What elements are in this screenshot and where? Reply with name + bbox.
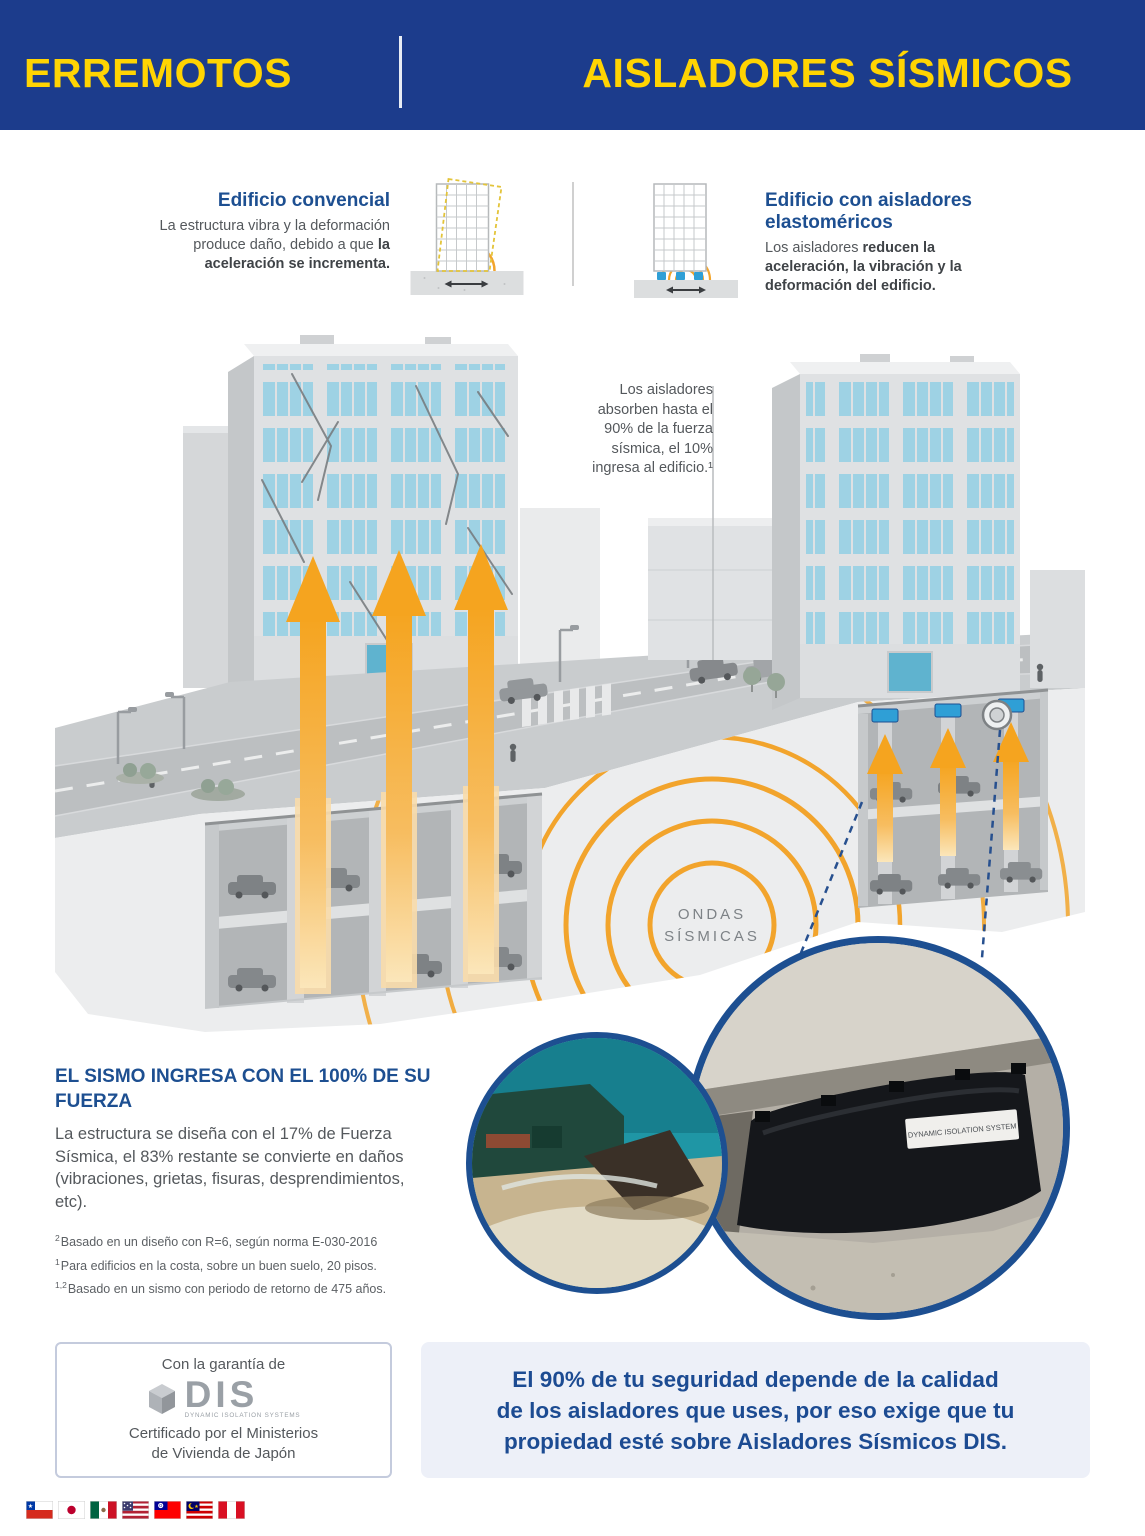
header-divider <box>399 36 402 108</box>
guarantee-top-text: Con la garantía de <box>161 1356 286 1373</box>
isolated-building-icon <box>634 183 738 298</box>
deformation-outline <box>436 177 503 272</box>
flag-peru <box>218 1501 245 1519</box>
isolator-closeup-photo: DYNAMIC ISOLATION SYSTEM <box>686 936 1070 1320</box>
footnote-1: 2Basado en un diseño con R=6, según norm… <box>55 1233 378 1250</box>
svg-text:★: ★ <box>28 1503 33 1510</box>
dis-logo-text: DIS <box>184 1374 259 1415</box>
isolated-description: Los aisladores reducen la aceleración, l… <box>765 240 962 294</box>
isolator-name-plate: DYNAMIC ISOLATION SYSTEM <box>905 1109 1020 1149</box>
city-cutaway-illustration: ONDAS SÍSMICAS <box>54 335 1086 1032</box>
seismo-block: EL SISMO INGRESA CON EL 100% DE SU FUERZ… <box>55 1064 447 1300</box>
conventional-description: La estructura vibra y la deformación pro… <box>159 218 391 272</box>
dis-cube-icon <box>148 1383 175 1414</box>
ondas-label-line2: SÍSMICAS <box>664 928 760 945</box>
isolated-building-block: Edificio con aisladores elastoméricos Lo… <box>765 190 1005 296</box>
seismo-body: La estructura se diseña con el 17% de Fu… <box>55 1125 405 1211</box>
guarantee-box: Con la garantía de DIS DYNAMIC ISOLATION… <box>55 1342 392 1478</box>
conventional-title: Edificio convencial <box>217 190 390 211</box>
crosswalk <box>522 683 611 727</box>
flag-taiwan <box>154 1501 181 1519</box>
conventional-building-block: Edificio convencial La estructura vibra … <box>118 190 391 274</box>
ondas-label-line1: ONDAS <box>678 906 746 923</box>
absorption-callout: Los aisladores absorben hasta el 90% de … <box>592 382 713 476</box>
isolator-blocks <box>657 272 703 280</box>
footnotes: 2Basado en un diseño con R=6, según norm… <box>55 1229 447 1300</box>
crack-lines <box>261 373 513 649</box>
isolator-installed-photo: DYNAMIC ISOLATION SYSTEM <box>693 943 1063 1313</box>
isolator-factory-photo <box>472 1038 722 1288</box>
pedestrian <box>509 743 517 762</box>
flag-mexico <box>90 1501 117 1519</box>
seismic-force-arrows-isolated <box>867 722 1029 862</box>
flag-japan <box>58 1501 85 1519</box>
quality-message-text: El 90% de tu seguridad depende de la cal… <box>496 1366 1015 1454</box>
pedestrian <box>1036 663 1044 682</box>
header-title-left: ERREMOTOS <box>24 50 292 96</box>
footnote-2: 1Para edificios en la costa, sobre un bu… <box>55 1256 377 1273</box>
isolated-title: Edificio con aisladores elastoméricos <box>765 190 972 233</box>
flag-usa <box>122 1501 149 1519</box>
isolator-factory-photo-circle <box>466 1032 728 1294</box>
country-flags: ★ ★ <box>26 1501 245 1519</box>
seismic-force-arrows-conventional <box>286 544 508 994</box>
isolated-tower <box>648 354 1085 710</box>
svg-text:★: ★ <box>194 1504 199 1510</box>
dis-logo-subtext: DYNAMIC ISOLATION SYSTEMS <box>184 1412 301 1419</box>
footnote-3: 1,2Basado en un sismo con periodo de ret… <box>55 1280 387 1297</box>
dis-logo: DIS DYNAMIC ISOLATION SYSTEMS <box>147 1374 301 1419</box>
seismo-title: EL SISMO INGRESA CON EL 100% DE SU FUERZ… <box>55 1066 431 1112</box>
header-title-right: AISLADORES SÍSMICOS <box>582 50 1073 96</box>
conventional-building-icon <box>410 177 524 295</box>
header-banner: ERREMOTOS AISLADORES SÍSMICOS <box>0 0 1145 130</box>
flag-malaysia: ★ <box>186 1501 213 1519</box>
comparison-divider <box>572 182 574 286</box>
quality-message-box: El 90% de tu seguridad depende de la cal… <box>421 1342 1090 1478</box>
guarantee-bottom-text: Certificado por el Ministerios de Vivien… <box>128 1425 319 1462</box>
detail-marker <box>981 699 1013 731</box>
flag-chile: ★ <box>26 1501 53 1519</box>
